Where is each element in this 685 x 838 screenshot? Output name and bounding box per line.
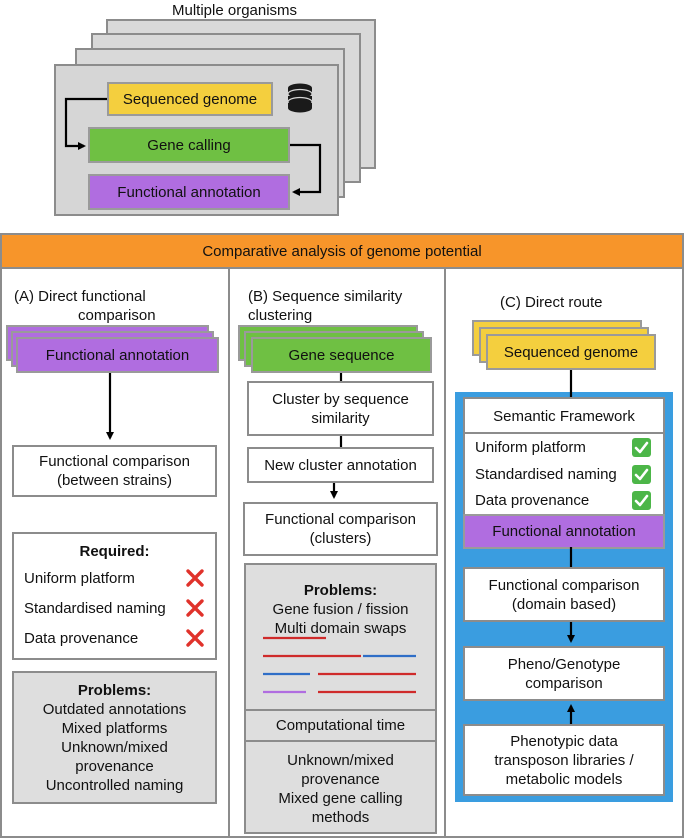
col-b-bottom-line: Unknown/mixed <box>287 752 394 769</box>
col-b-problems-box: Problems: Gene fusion / fission Multi do… <box>244 563 437 711</box>
col-b-title-line1: (B) Sequence similarity <box>248 288 403 305</box>
col-a-problems-box: Problems: Outdated annotations Mixed pla… <box>12 671 217 804</box>
col-a-problems-title: Problems: <box>77 682 152 699</box>
col-c-comparison-line2: (domain based) <box>511 595 617 613</box>
col-a-required-label: Data provenance <box>24 629 139 647</box>
framework-functional-annotation: Functional annotation <box>463 514 665 549</box>
pipeline-gene-calling-label: Gene calling <box>147 136 231 154</box>
framework-row-label: Data provenance <box>475 492 590 509</box>
pipeline-sequenced-genome: Sequenced genome <box>107 82 273 116</box>
col-b-new-cluster-label: New cluster annotation <box>264 456 417 474</box>
col-a-problem-line: Unknown/mixed <box>61 739 168 756</box>
cross-icon <box>186 599 204 617</box>
col-c-data-line: metabolic models <box>505 770 623 788</box>
col-b-problem-line: Gene fusion / fission <box>272 601 409 618</box>
col-c-functional-comparison: Functional comparison (domain based) <box>463 567 665 622</box>
col-b-comp-time-label: Computational time <box>275 717 406 734</box>
database-icon <box>287 83 313 113</box>
divider <box>465 432 663 434</box>
semantic-framework-title: Semantic Framework <box>493 408 635 425</box>
pipeline-sequenced-genome-label: Sequenced genome <box>122 90 258 108</box>
col-b-new-cluster-annotation: New cluster annotation <box>247 447 434 483</box>
domain-swap-lines <box>263 636 416 694</box>
col-a-title-line2: comparison <box>78 307 156 324</box>
col-a-functional-annotation-label: Functional annotation <box>45 346 190 364</box>
pipeline-gene-calling: Gene calling <box>88 127 290 163</box>
col-a-comparison-line1: Functional comparison <box>39 453 190 470</box>
col-c-sequenced-genome-label: Sequenced genome <box>503 343 639 361</box>
col-c-data-line: Phenotypic data <box>510 732 618 750</box>
col-b-bottom-line: provenance <box>301 771 380 788</box>
semantic-framework-box: Semantic Framework Uniform platform Stan… <box>463 397 665 549</box>
col-a-required-row: Uniform platform <box>14 566 215 590</box>
col-a-functional-comparison: Functional comparison (between strains) <box>12 445 217 497</box>
col-c-comparison-line1: Functional comparison <box>488 576 640 594</box>
col-b-computational-time: Computational time <box>244 709 437 742</box>
col-b-problems-title: Problems: <box>303 582 378 599</box>
col-c-pheno-genotype: Pheno/Genotype comparison <box>463 646 665 701</box>
col-a-problem-line: Uncontrolled naming <box>45 777 184 794</box>
framework-row: Standardised naming <box>465 462 663 488</box>
col-b-bottom-line: Mixed gene calling <box>278 790 403 807</box>
arrow-genome-to-calling <box>64 97 107 150</box>
framework-row-label: Uniform platform <box>475 439 586 456</box>
col-b-bottom-problems: Unknown/mixed provenance Mixed gene call… <box>244 740 437 834</box>
col-a-title-line1: (A) Direct functional <box>14 288 146 305</box>
pipeline-functional-annotation: Functional annotation <box>88 174 290 210</box>
framework-row-label: Standardised naming <box>475 466 617 483</box>
col-b-title-line2: clustering <box>248 307 313 324</box>
framework-row: Uniform platform <box>465 435 663 461</box>
col-a-comparison-line2: (between strains) <box>56 472 173 489</box>
cross-icon <box>186 569 204 587</box>
col-c-pheno-line2: comparison <box>525 674 603 692</box>
col-a-required-row: Data provenance <box>14 626 215 650</box>
col-a-problem-line: provenance <box>75 758 154 775</box>
col-c-pheno-line1: Pheno/Genotype <box>507 655 621 673</box>
col-b-cluster-box: Cluster by sequence similarity <box>247 381 434 436</box>
col-b-gene-sequence-label: Gene sequence <box>288 346 395 364</box>
pipeline-functional-annotation-label: Functional annotation <box>117 183 261 201</box>
col-c-data-line: transposon libraries / <box>494 751 634 769</box>
col-b-comparison-line2: (clusters) <box>309 530 372 547</box>
col-b-cluster-line2: similarity <box>311 409 370 427</box>
col-b-problem-line: Multi domain swaps <box>274 620 407 637</box>
check-icon <box>632 438 651 457</box>
framework-row: Data provenance <box>465 488 663 514</box>
col-a-required-label: Standardised naming <box>24 599 166 617</box>
col-a-problem-line: Outdated annotations <box>42 701 187 718</box>
cross-icon <box>186 629 204 647</box>
organisms-title: Multiple organisms <box>172 2 298 19</box>
col-c-phenotypic-data: Phenotypic data transposon libraries / m… <box>463 724 665 796</box>
col-a-title: (A) Direct functional comparison <box>14 287 214 325</box>
col-b-cluster-line1: Cluster by sequence <box>272 390 409 408</box>
col-a-required-label: Uniform platform <box>24 569 135 587</box>
col-a-functional-annotation: Functional annotation <box>16 337 219 373</box>
col-b-gene-sequence: Gene sequence <box>251 337 432 373</box>
col-b-bottom-line: methods <box>311 809 370 826</box>
col-c-title: (C) Direct route <box>500 294 603 311</box>
col-c-sequenced-genome: Sequenced genome <box>486 334 656 370</box>
check-icon <box>632 465 651 484</box>
framework-functional-annotation-label: Functional annotation <box>492 523 636 540</box>
col-a-required-title: Required: <box>79 543 150 560</box>
col-a-required-row: Standardised naming <box>14 596 215 620</box>
col-b-comparison-line1: Functional comparison <box>265 511 416 528</box>
col-b-title: (B) Sequence similarity clustering <box>248 287 444 325</box>
arrow-calling-to-annotation <box>290 143 322 196</box>
col-b-functional-comparison: Functional comparison (clusters) <box>243 502 438 556</box>
check-icon <box>632 491 651 510</box>
banner-title: Comparative analysis of genome potential <box>202 242 482 260</box>
col-a-required-box: Required: Uniform platform Standardised … <box>12 532 217 660</box>
col-a-problem-line: Mixed platforms <box>61 720 168 737</box>
